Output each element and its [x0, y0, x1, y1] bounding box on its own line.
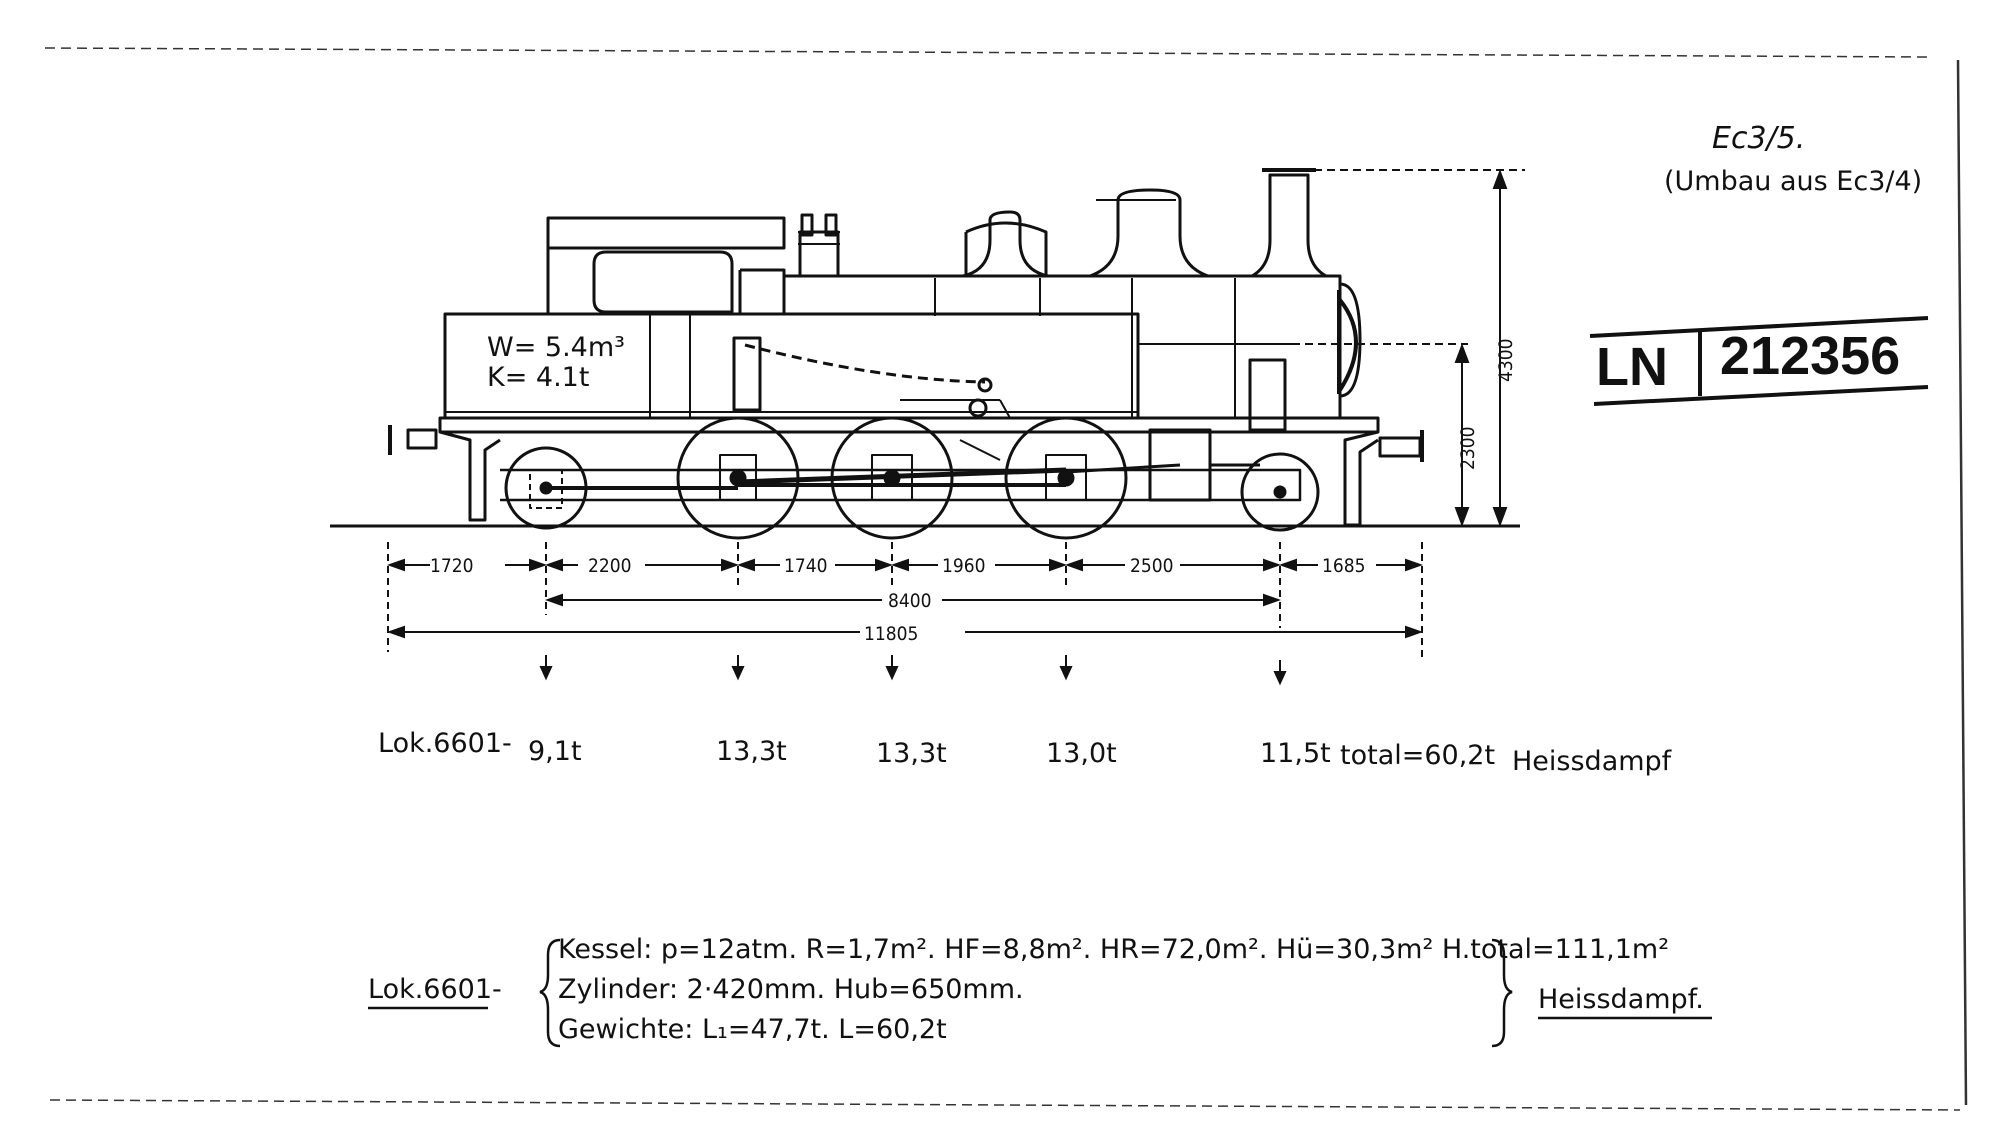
axle-loads-total: total=60,2t — [1340, 740, 1495, 771]
axle-load-2: 13,3t — [716, 736, 787, 767]
axle-load-3: 13,3t — [876, 738, 947, 769]
archive-prefix: LN — [1596, 337, 1668, 397]
sheet-border — [44, 47, 1968, 1111]
height-boiler: 2300 — [1457, 427, 1479, 471]
axle-load-4: 13,0t — [1046, 738, 1117, 769]
spec-kessel: Kessel: p=12atm. R=1,7m². HF=8,8m². HR=7… — [558, 934, 1669, 965]
side-tank — [443, 312, 1140, 420]
class-code: Ec3/5. (Umbau aus Ec3/4) — [1664, 121, 1922, 197]
class-subtitle: (Umbau aus Ec3/4) — [1664, 166, 1922, 197]
spec-gewichte: Gewichte: L₁=47,7t. L=60,2t — [558, 1014, 947, 1045]
cab-window — [592, 250, 734, 314]
sand-dome — [1089, 188, 1209, 278]
rods — [546, 439, 1181, 490]
wheelbase-overall: 11805 — [864, 623, 918, 645]
wheelbase-seg-3: 1740 — [784, 555, 828, 577]
specifications-block: Lok.6601- Kessel: p=12atm. R=1,7m². HF=8… — [368, 934, 1712, 1048]
spec-loco: Lok.6601- — [368, 974, 502, 1005]
spec-type: Heissdampf. — [1538, 984, 1704, 1015]
wheelbase-seg-2: 2200 — [588, 555, 632, 577]
front-buffer — [1378, 436, 1422, 458]
wheel-5 — [1240, 452, 1320, 532]
tank-water-label: W= 5.4m³ — [487, 332, 625, 363]
archive-number: 212356 — [1720, 326, 1900, 386]
wheel-4 — [1004, 416, 1128, 540]
archive-stamp: LN 212356 — [1589, 316, 1929, 406]
locomotive-side-view — [330, 168, 1520, 540]
axle-loads-loco: Lok.6601- — [378, 728, 512, 759]
steam-dome — [962, 210, 1049, 278]
wheelbase-seg-5: 2500 — [1130, 555, 1174, 577]
class-code-text: Ec3/5. — [1712, 121, 1805, 156]
height-dimensions — [1240, 169, 1525, 527]
tank-coal-label: K= 4.1t — [487, 362, 589, 393]
wheelbase-dimensions — [387, 542, 1423, 686]
chimney — [1251, 173, 1327, 278]
cylinder — [1148, 428, 1212, 502]
spec-zylinder: Zylinder: 2·420mm. Hub=650mm. — [558, 974, 1024, 1005]
wheelbase-rigid: 8400 — [888, 590, 932, 612]
wheelbase-seg-4: 1960 — [942, 555, 986, 577]
height-total: 4300 — [1495, 339, 1517, 383]
cab-roof — [546, 216, 786, 250]
axle-loads-type: Heissdampf — [1512, 746, 1673, 777]
wheelbase-seg-6: 1685 — [1322, 555, 1366, 577]
boiler — [784, 274, 1342, 418]
rear-buffer — [406, 428, 438, 450]
axle-loads-row: Lok.6601- 9,1t 13,3t 13,3t 13,0t 11,5t t… — [378, 728, 1673, 777]
axle-load-5: 11,5t — [1260, 738, 1331, 769]
axle-load-1: 9,1t — [528, 736, 582, 767]
wheelbase-seg-1: 1720 — [430, 555, 474, 577]
